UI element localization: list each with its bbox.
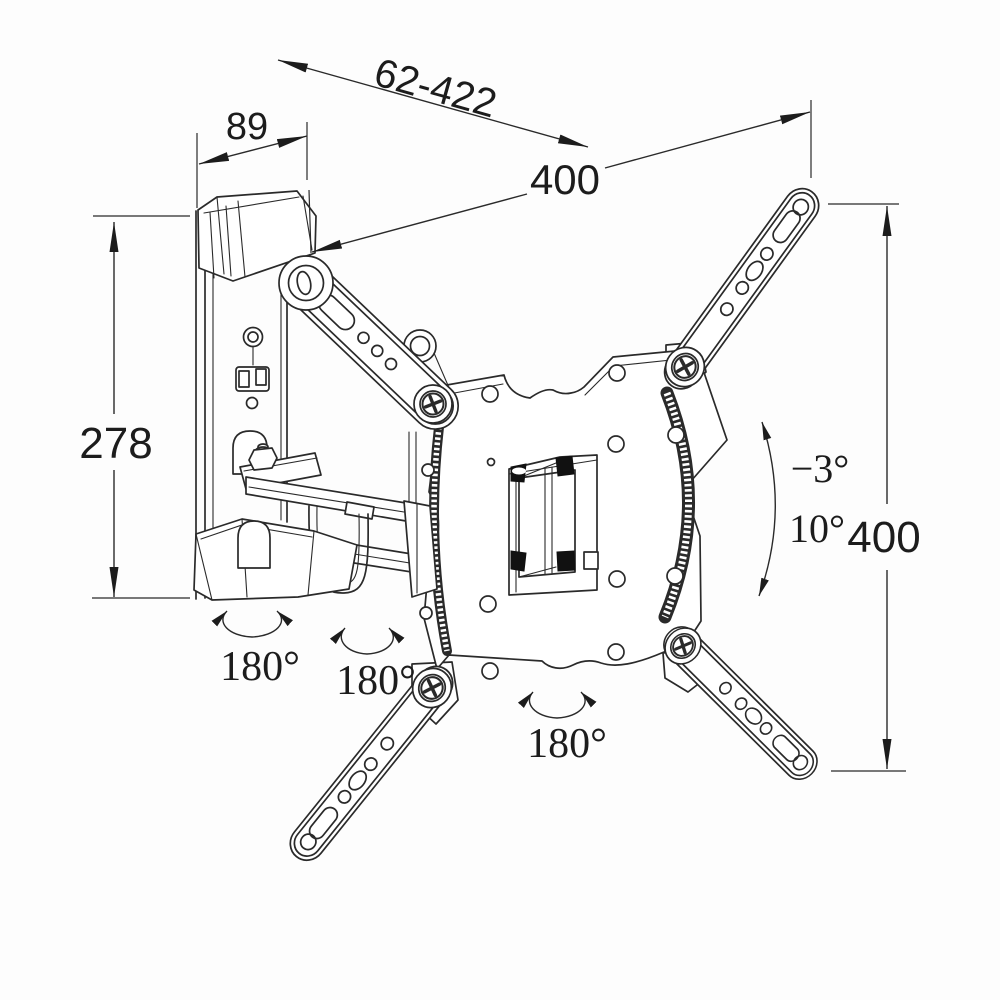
wall-bracket xyxy=(193,190,451,601)
mounting-box-top xyxy=(197,190,317,282)
arch-tab-lower xyxy=(237,520,271,569)
tilt-down-label: 10° xyxy=(789,506,845,551)
tilt-angle-annotation: −3° 10° xyxy=(758,421,850,597)
dim-bracket-depth-label: 89 xyxy=(226,106,268,148)
dim-vesa-height-label: 400 xyxy=(847,513,920,562)
tilt-bracket-center xyxy=(508,454,599,596)
mounting-box-bottom xyxy=(193,518,358,601)
plate-holes xyxy=(419,364,685,680)
elbow-upper-link xyxy=(408,431,417,504)
dim-vesa-width-label: 400 xyxy=(530,156,600,203)
dim-wall-plate-height: 278 xyxy=(79,215,190,599)
dim-vesa-width: 400 xyxy=(308,100,812,254)
swivel-arm-label: 180° xyxy=(336,658,416,704)
hex-nut xyxy=(248,447,278,471)
tilt-screw-bottom xyxy=(556,550,576,572)
tilt-lock-left-bottom xyxy=(510,550,527,572)
elbow-joint xyxy=(403,500,438,598)
dim-wall-plate-height-label: 278 xyxy=(79,419,152,468)
arm-top-right xyxy=(654,178,829,399)
plate-arc-slot-right xyxy=(658,386,695,624)
dim-bracket-depth: 89 xyxy=(196,106,308,208)
plate-arc-slot-left xyxy=(429,422,452,656)
swivel-base-annotation: 180° xyxy=(211,610,300,690)
tilt-up-label: −3° xyxy=(791,446,850,491)
swivel-base-label: 180° xyxy=(220,644,300,690)
swivel-plate-annotation: 180° xyxy=(517,691,607,767)
pivot-bolt xyxy=(242,326,264,366)
locking-clip xyxy=(235,366,270,392)
tilt-tab xyxy=(583,551,599,570)
dim-vesa-height: 400 xyxy=(828,203,921,772)
tilt-screw-top xyxy=(555,455,575,477)
swivel-arm-annotation: 180° xyxy=(329,627,416,704)
dim-extension-range: 62-422 xyxy=(277,51,589,148)
dim-extension-range-label: 62-422 xyxy=(370,51,502,127)
column-hole xyxy=(245,396,259,410)
arm-bottom-right xyxy=(654,617,827,789)
swivel-plate-label: 180° xyxy=(527,721,607,767)
tilt-pivot-boss xyxy=(278,255,334,311)
